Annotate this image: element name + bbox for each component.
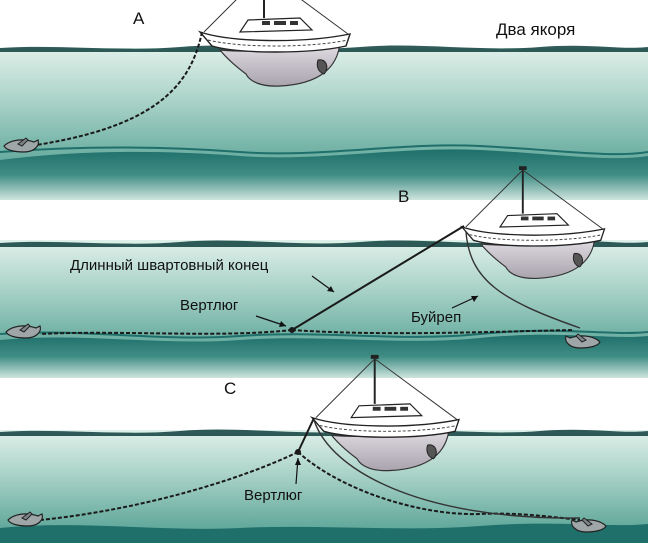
panel-letter-b: B — [398, 187, 409, 206]
panel-a: A Два якоря — [0, 0, 648, 200]
mooring-line — [291, 225, 465, 331]
label-swivel-c: Вертлюг — [244, 487, 303, 504]
panel-c: C Вертлюг — [0, 353, 648, 543]
left-anchor-chain — [39, 329, 293, 335]
label-swivel-b: Вертлюг — [180, 297, 239, 314]
swivel-icon — [295, 449, 301, 455]
left-anchor-chain — [39, 451, 299, 521]
anchor-rode — [29, 31, 203, 147]
label-buoy-line: Буйреп — [411, 309, 461, 326]
buoy-line — [465, 231, 581, 329]
right-anchor-chain — [291, 329, 575, 335]
buoy-line — [313, 419, 581, 519]
right-anchor-chain — [297, 451, 581, 521]
label-long-line: Длинный швартовный конец — [70, 257, 269, 274]
panel-b: B Длинный швартовный конец Вертлюг Буйре… — [0, 165, 648, 378]
panel-letter-a: A — [133, 9, 145, 28]
page-title: Два якоря — [496, 20, 575, 39]
swivel-icon — [289, 327, 295, 333]
panel-letter-c: C — [224, 379, 236, 398]
mooring-line — [297, 417, 315, 453]
